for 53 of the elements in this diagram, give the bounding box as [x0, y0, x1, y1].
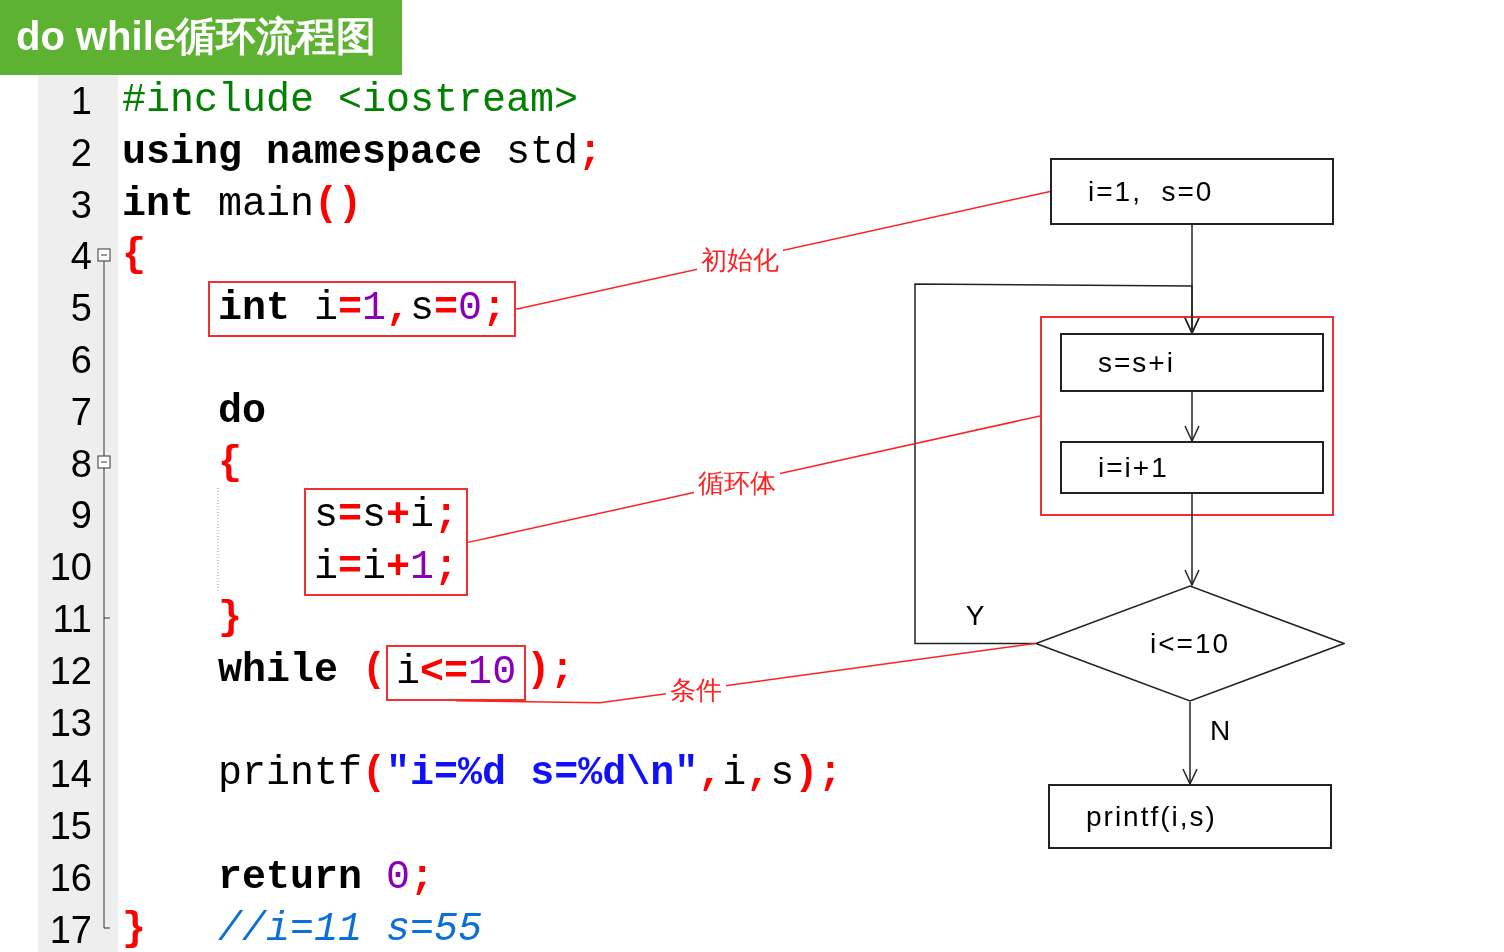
line-number: 12 — [48, 648, 92, 694]
code-line: printf("i=%d s=%d\n",i,s); — [218, 750, 843, 799]
code-line: } — [122, 905, 146, 952]
line-number: 17 — [48, 907, 92, 952]
node-text: i=i+1 — [1098, 450, 1169, 485]
arrow — [1184, 493, 1200, 586]
code-line: do — [218, 387, 266, 436]
line-number: 7 — [69, 389, 92, 435]
group-frame — [1040, 316, 1334, 516]
code-line: #include <iostream> — [122, 77, 579, 125]
line-number: 4 — [69, 234, 92, 280]
process-box — [1060, 441, 1324, 494]
code-line: { — [218, 439, 242, 488]
highlight-box — [208, 281, 517, 338]
arrow — [1182, 701, 1198, 785]
line-number: 15 — [48, 804, 92, 850]
arrow — [1184, 391, 1200, 442]
line-number: 14 — [48, 752, 92, 798]
code-line: int main() — [122, 180, 363, 229]
code-line: using namespace std; — [122, 128, 603, 177]
highlight-box — [386, 644, 527, 701]
line-number: 11 — [51, 597, 92, 642]
code-line: i<=10 — [396, 649, 517, 695]
process-box — [1050, 158, 1334, 225]
code-line: int i=1,s=0; — [218, 286, 507, 332]
title-banner: do while循环流程图 — [0, 0, 402, 75]
leader-line — [455, 642, 1036, 704]
line-number: 16 — [48, 856, 92, 901]
line-number: 13 — [48, 700, 92, 746]
arrow — [914, 283, 1200, 645]
line-number: 9 — [69, 493, 92, 539]
code-line: i=i+1; — [314, 545, 459, 591]
node-text: i<=10 — [1149, 626, 1231, 661]
code-line: s=s+i; — [314, 493, 459, 539]
line-number: 2 — [69, 130, 92, 176]
process-box — [1048, 784, 1332, 849]
code-line: ); — [526, 646, 575, 695]
highlight-box — [304, 488, 469, 597]
process-box — [1060, 333, 1324, 392]
node-text: s=s+i — [1098, 345, 1175, 380]
node-text: printf(i,s) — [1086, 799, 1217, 834]
code-line: { — [122, 232, 146, 281]
code-line: while ( — [218, 646, 387, 695]
line-number: 8 — [69, 441, 92, 487]
code-line: } — [218, 595, 242, 643]
line-number: 10 — [48, 545, 92, 591]
line-number: 5 — [69, 286, 92, 332]
line-number: 3 — [69, 182, 92, 228]
code-comment: //i=11 s=55 — [218, 905, 483, 952]
line-number: 6 — [69, 338, 92, 383]
line-number: 1 — [69, 79, 92, 124]
code-line: return 0; — [218, 854, 435, 902]
node-text: i=1, s=0 — [1088, 174, 1214, 209]
